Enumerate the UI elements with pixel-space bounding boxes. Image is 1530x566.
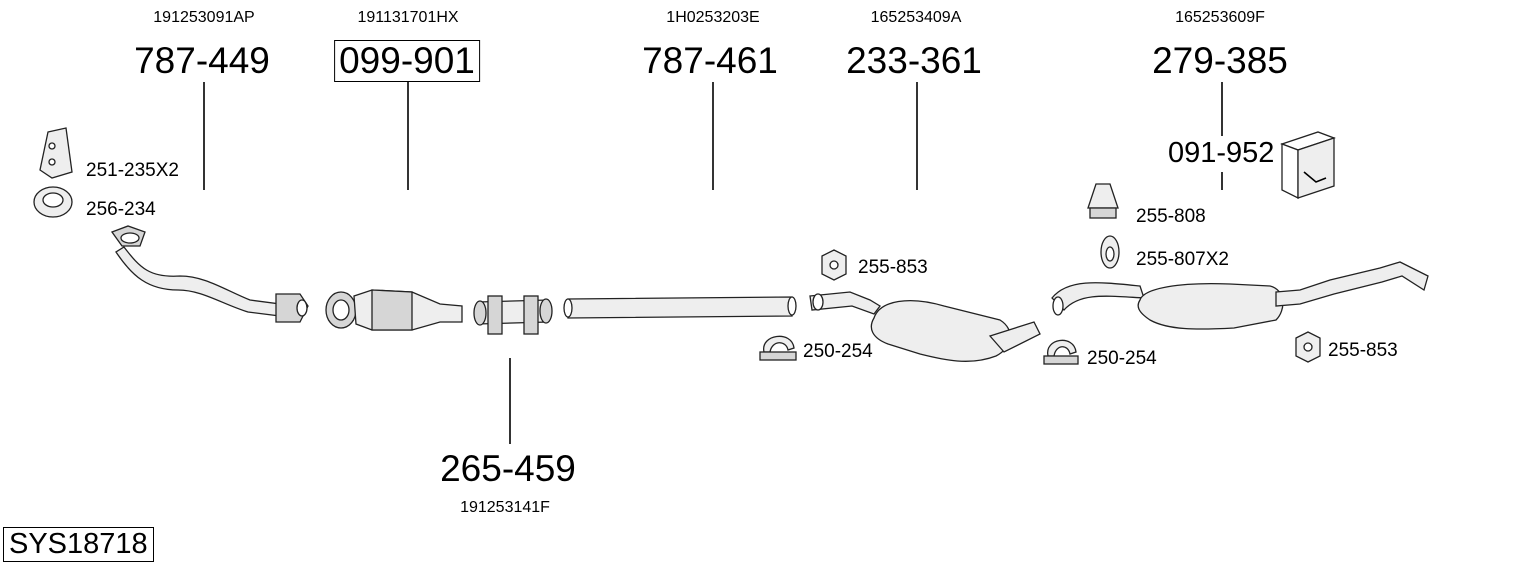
rubber-buffer-icon	[1087, 183, 1119, 219]
rubber-mount-icon	[1295, 331, 1321, 363]
gasket-ring-icon	[33, 186, 73, 218]
rubber-ring-icon	[1100, 235, 1120, 269]
rubber-mount-icon	[821, 249, 847, 281]
oem-number: 165253409A	[870, 9, 962, 26]
accessory-link[interactable]: 091-952	[1168, 137, 1275, 169]
accessory-link[interactable]: 256-234	[86, 199, 156, 220]
accessory-link[interactable]: 255-808	[1136, 206, 1206, 227]
rear-silencer	[1051, 261, 1429, 330]
u-clamp-icon	[759, 335, 797, 361]
accessory-link[interactable]: 250-254	[803, 341, 873, 362]
front-pipe	[110, 225, 309, 323]
part-number-link[interactable]: 233-361	[846, 40, 982, 81]
part-number-link[interactable]: 265-459	[440, 448, 576, 489]
oem-number: 1H0253203E	[666, 9, 760, 26]
part-number-link[interactable]: 787-449	[134, 40, 270, 81]
intermediate-pipe	[563, 296, 797, 319]
oem-number: 165253609F	[1175, 9, 1265, 26]
accessory-link[interactable]: 255-853	[858, 257, 928, 278]
fitting-kit-box-icon	[1280, 131, 1336, 200]
oem-number: 191131701HX	[357, 9, 459, 26]
centre-silencer	[809, 291, 1041, 362]
pipe-clamp	[473, 295, 553, 335]
accessory-link[interactable]: 251-235X2	[86, 160, 179, 181]
part-number-link[interactable]: 787-461	[642, 40, 778, 81]
oem-number: 191253141F	[460, 499, 550, 516]
accessory-link[interactable]: 255-853	[1328, 340, 1398, 361]
oem-number: 191253091AP	[153, 9, 255, 26]
accessory-link[interactable]: 250-254	[1087, 348, 1157, 369]
u-clamp-icon	[1043, 339, 1079, 365]
catalytic-converter	[325, 289, 463, 331]
part-number-link[interactable]: 099-901	[334, 40, 480, 82]
part-number-link[interactable]: 279-385	[1152, 40, 1288, 81]
accessory-link[interactable]: 255-807X2	[1136, 249, 1229, 270]
system-id-label: SYS18718	[3, 527, 154, 562]
bracket-icon	[39, 127, 73, 179]
